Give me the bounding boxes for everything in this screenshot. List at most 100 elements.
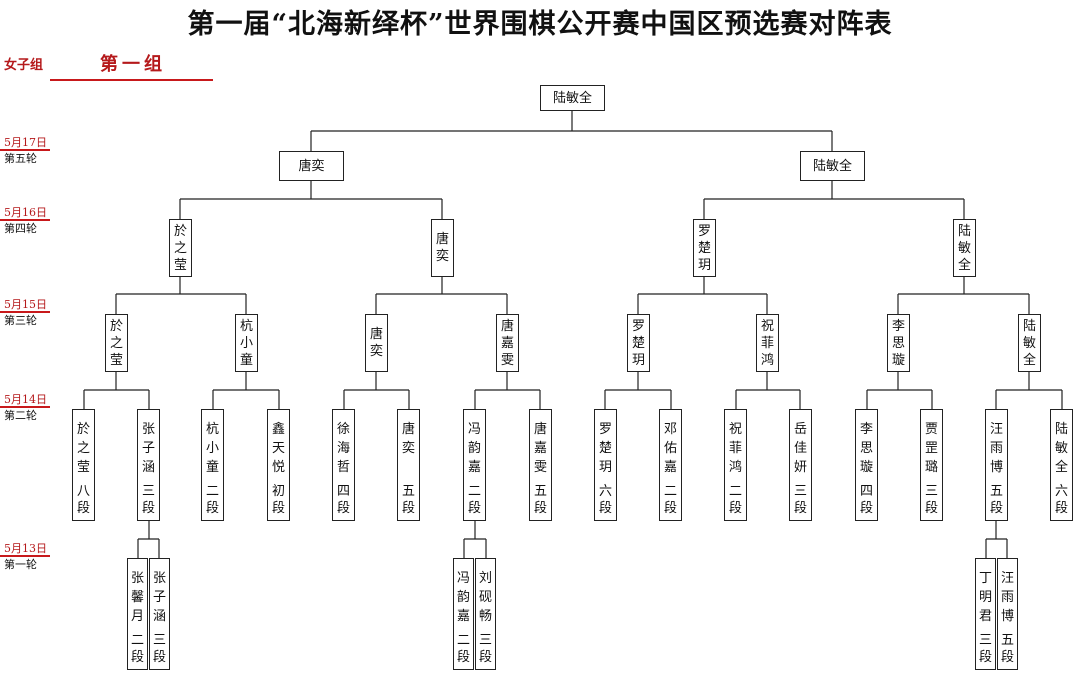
- bracket-connector: [179, 181, 443, 219]
- player-name: 唐奕: [435, 232, 449, 264]
- round-label-3: 5月15日 第三轮: [0, 298, 50, 327]
- player-name: 张子涵: [141, 422, 155, 475]
- player-name: 徐海哲: [336, 422, 350, 475]
- player-box: 罗楚玥 六段: [594, 409, 617, 521]
- champion-box: 陆敏全: [540, 85, 605, 111]
- bracket-connector: [735, 372, 801, 409]
- player-box: 唐嘉雯: [496, 314, 519, 372]
- bracket-connector: [310, 111, 833, 151]
- group-underline: [50, 79, 213, 81]
- bracket-connector: [866, 372, 933, 409]
- round-underline: [0, 406, 50, 408]
- player-name: 刘砚畅: [478, 571, 492, 624]
- player-rank: 三段: [478, 633, 492, 665]
- player-name: 汪雨博: [989, 422, 1003, 475]
- player-box: 刘砚畅 三段: [475, 558, 496, 670]
- player-name: 冯韵嘉: [456, 571, 470, 624]
- player-rank: 四段: [336, 484, 350, 516]
- player-rank: 二段: [456, 633, 470, 665]
- player-rank: 三段: [141, 484, 155, 516]
- bracket-connector: [83, 372, 150, 409]
- player-name: 陆敏全: [957, 223, 971, 273]
- player-rank: 初段: [271, 484, 285, 516]
- player-name: 唐嘉雯: [500, 318, 514, 368]
- player-name: 祝菲鸿: [760, 318, 774, 368]
- player-box: 李思璇: [887, 314, 910, 372]
- round-name: 第二轮: [4, 409, 37, 422]
- round-date: 5月13日: [4, 542, 47, 555]
- player-box: 於之莹: [169, 219, 192, 277]
- player-rank: 四段: [859, 484, 873, 516]
- player-box: 於之莹: [105, 314, 128, 372]
- player-rank: 五段: [401, 484, 415, 516]
- player-rank: 八段: [76, 484, 90, 516]
- bracket-connector: [463, 521, 487, 558]
- player-name: 李思璇: [891, 318, 905, 368]
- round-underline: [0, 149, 50, 151]
- player-box: 徐海哲 四段: [332, 409, 355, 521]
- player-rank: 六段: [598, 484, 612, 516]
- player-box: 陆敏全: [800, 151, 865, 181]
- player-box: 贾罡璐 三段: [920, 409, 943, 521]
- player-name: 罗楚玥: [598, 422, 612, 475]
- round-underline: [0, 555, 50, 557]
- player-name: 丁明君: [978, 571, 992, 624]
- player-name: 张子涵: [152, 571, 166, 624]
- round-date: 5月15日: [4, 298, 47, 311]
- player-box: 唐奕 五段: [397, 409, 420, 521]
- player-box: 张馨月 二段: [127, 558, 148, 670]
- player-box: 丁明君 三段: [975, 558, 996, 670]
- player-name: 陆敏全: [812, 158, 852, 174]
- player-name: 陆敏全: [1054, 422, 1068, 475]
- player-name: 唐奕: [401, 422, 415, 456]
- player-name: 祝菲鸿: [728, 422, 742, 475]
- round-label-5: 5月17日 第五轮: [0, 136, 50, 165]
- player-name: 於之莹: [76, 422, 90, 475]
- round-date: 5月17日: [4, 136, 47, 149]
- bracket-connector: [897, 277, 1030, 314]
- bracket-connector: [212, 372, 280, 409]
- player-box: 冯韵嘉 二段: [463, 409, 486, 521]
- player-box: 汪雨博 五段: [997, 558, 1018, 670]
- player-box: 於之莹 八段: [72, 409, 95, 521]
- player-name: 岳佳妍: [793, 422, 807, 475]
- group-category-label: 女子组: [4, 58, 44, 73]
- group-name-label: 第一组: [100, 54, 166, 75]
- player-name: 於之莹: [173, 223, 187, 273]
- player-box: 杭小童: [235, 314, 258, 372]
- round-name: 第五轮: [4, 152, 37, 165]
- player-name: 杭小童: [205, 422, 219, 475]
- bracket-connector: [637, 277, 768, 314]
- player-name: 杭小童: [239, 318, 253, 368]
- player-rank: 六段: [1054, 484, 1068, 516]
- bracket-connector: [474, 372, 541, 409]
- player-box: 唐奕: [431, 219, 454, 277]
- round-date: 5月14日: [4, 393, 47, 406]
- bracket-connector: [343, 372, 410, 409]
- player-rank: 三段: [978, 633, 992, 665]
- player-name: 唐奕: [298, 158, 325, 174]
- round-underline: [0, 311, 50, 313]
- player-box: 张子涵 三段: [137, 409, 160, 521]
- round-date: 5月16日: [4, 206, 47, 219]
- player-box: 岳佳妍 三段: [789, 409, 812, 521]
- player-box: 张子涵 三段: [149, 558, 170, 670]
- round-label-2: 5月14日 第二轮: [0, 393, 50, 422]
- player-rank: 二段: [467, 484, 481, 516]
- bracket-connector: [115, 277, 247, 314]
- player-name: 唐奕: [369, 327, 383, 359]
- bracket-connector: [985, 521, 1008, 558]
- player-box: 祝菲鸿: [756, 314, 779, 372]
- player-box: 唐奕: [365, 314, 388, 372]
- bracket-connector: [604, 372, 672, 409]
- player-name: 唐嘉雯: [533, 422, 547, 475]
- player-rank: 二段: [205, 484, 219, 516]
- round-label-4: 5月16日 第四轮: [0, 206, 50, 235]
- player-box: 陆敏全 六段: [1050, 409, 1073, 521]
- player-box: 冯韵嘉 二段: [453, 558, 474, 670]
- player-rank: 二段: [130, 633, 144, 665]
- player-name: 罗楚玥: [697, 223, 711, 273]
- player-rank: 二段: [663, 484, 677, 516]
- player-name: 罗楚玥: [631, 318, 645, 368]
